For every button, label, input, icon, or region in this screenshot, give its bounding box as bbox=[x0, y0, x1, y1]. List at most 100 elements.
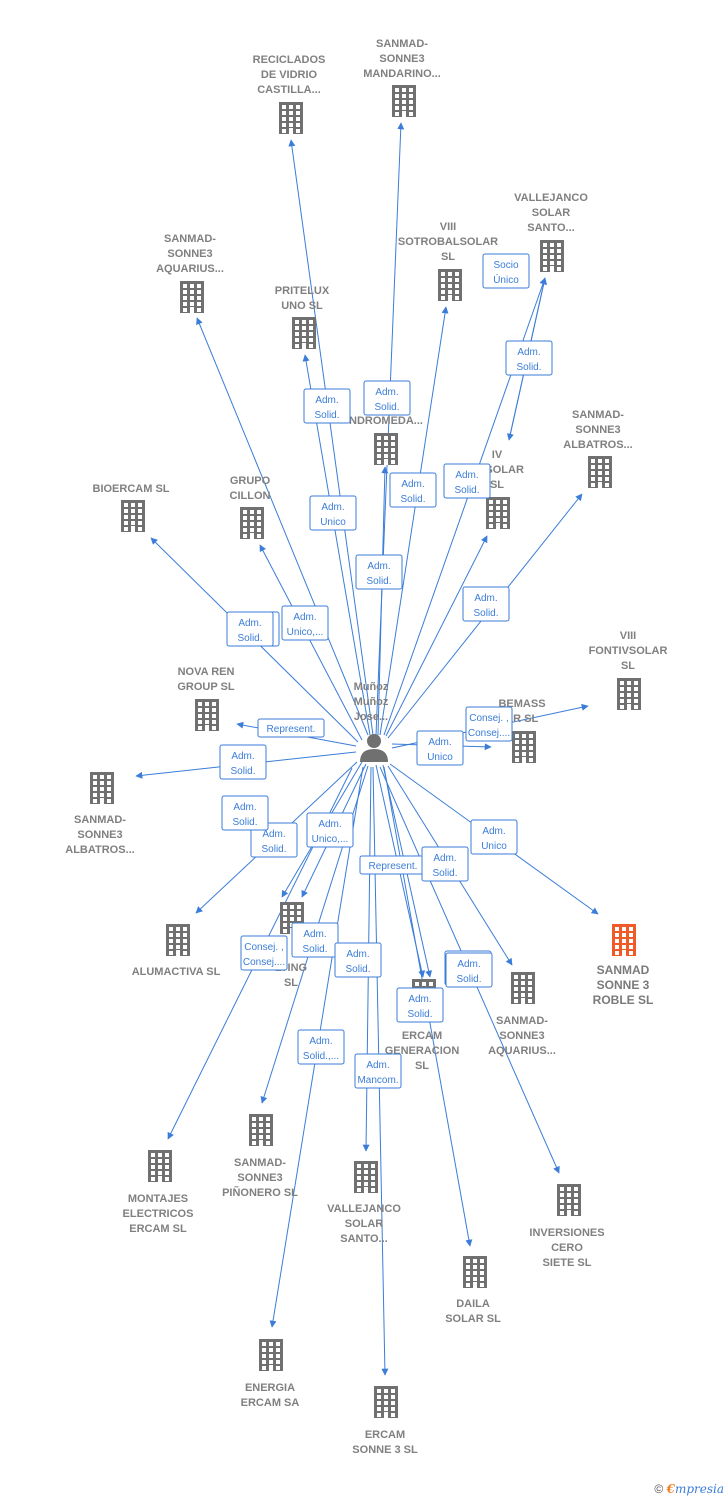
edge-label-vallejanco2[interactable]: Adm.Solid. bbox=[334, 942, 382, 978]
company-node-alumactiva[interactable]: ALUMACTIVA SL bbox=[132, 924, 221, 978]
edge-label-reciclados[interactable]: Adm.Solid. bbox=[303, 388, 351, 424]
company-node-aquarius2[interactable]: SANMAD-SONNE3AQUARIUS... bbox=[488, 972, 556, 1057]
building-icon bbox=[617, 678, 641, 710]
company-name[interactable]: SANMAD-SONNE3AQUARIUS... bbox=[156, 233, 224, 275]
company-node-mandarino[interactable]: SANMAD-SONNE3MANDARINO... bbox=[363, 38, 441, 117]
company-name[interactable]: SANMAD-SONNE3ALBATROS... bbox=[563, 409, 632, 451]
edge-label-albatros1[interactable]: Adm.Solid. bbox=[462, 586, 510, 622]
edge-label-novaren[interactable]: Represent. bbox=[257, 718, 325, 738]
edge-label-consulting[interactable]: Adm.Unico,... bbox=[306, 812, 354, 848]
edge-labels-layer: Adm.Solid.Adm.Solid.Adm.Solid.Adm.Solid.… bbox=[219, 253, 553, 1089]
edge-label-bioercam[interactable]: Adm.Solid. bbox=[226, 611, 274, 647]
company-name[interactable]: ALUMACTIVA SL bbox=[132, 966, 221, 978]
person-node[interactable]: MuñozMuñozJose... bbox=[354, 681, 389, 762]
edge-label-text: Consej. , bbox=[244, 942, 283, 953]
building-icon bbox=[148, 1150, 172, 1182]
company-name[interactable]: VALLEJANCOSOLARSANTO... bbox=[327, 1203, 401, 1245]
company-node-albatros1[interactable]: SANMAD-SONNE3ALBATROS... bbox=[563, 409, 633, 488]
edge-label-box bbox=[257, 718, 325, 738]
edge-label-consulting[interactable]: Adm.Solid. bbox=[221, 795, 269, 831]
edge-label-mandarino[interactable]: Adm.Solid. bbox=[363, 380, 411, 416]
edge-label-andromeda[interactable]: Adm.Solid. bbox=[355, 554, 403, 590]
edge-label-energia[interactable]: Adm.Solid.,... bbox=[297, 1029, 345, 1065]
edge-label-montajes[interactable]: Consej. ,Consej.... bbox=[240, 935, 288, 971]
edge-label-text: Solid.,... bbox=[303, 1051, 339, 1062]
edge-label-ercamgen[interactable]: Adm.Solid. bbox=[421, 846, 469, 882]
edge-label-albatros2[interactable]: Adm.Solid. bbox=[219, 744, 267, 780]
company-name[interactable]: BIOERCAM SL bbox=[93, 483, 170, 495]
edge-label-text: Solid. bbox=[407, 1009, 432, 1020]
edge-label-ercamgen[interactable]: Represent. bbox=[359, 855, 427, 875]
building-icon bbox=[180, 281, 204, 313]
edge-label-box bbox=[505, 340, 553, 376]
company-node-albatros2[interactable]: SANMAD-SONNE3ALBATROS... bbox=[65, 772, 135, 856]
edge-label-inversiones[interactable]: Adm.Solid. bbox=[396, 987, 444, 1023]
edge-label-fontiv[interactable]: Consej. ,Consej.... bbox=[465, 706, 513, 742]
edge-label-roble[interactable]: Adm.Unico bbox=[470, 819, 518, 855]
edge-center-to-andromeda bbox=[377, 466, 389, 736]
edge-label-vallejanco1[interactable]: Adm.Solid. bbox=[505, 340, 553, 376]
edge-label-daila[interactable]: Adm.Solid. bbox=[445, 952, 493, 988]
building-icon bbox=[354, 1161, 378, 1193]
company-node-vallejanco1[interactable]: VALLEJANCOSOLARSANTO... bbox=[514, 192, 588, 272]
company-name[interactable]: SANMAD-SONNE3MANDARINO... bbox=[363, 38, 441, 80]
building-icon bbox=[292, 317, 316, 349]
edge-label-text: Unico bbox=[427, 752, 453, 763]
node-label-line: SOLAR bbox=[345, 1218, 384, 1230]
edge-label-ivensolar[interactable]: Adm.Solid. bbox=[443, 463, 491, 499]
node-label-line: VIII bbox=[440, 221, 457, 233]
company-name[interactable]: VALLEJANCOSOLARSANTO... bbox=[514, 192, 588, 234]
company-node-bioercam[interactable]: BIOERCAM SL bbox=[93, 483, 170, 532]
footer-credit: © €mpresia bbox=[654, 1482, 724, 1496]
edge-label-sotrobal[interactable]: Adm.Solid. bbox=[389, 472, 437, 508]
edge-label-ercamsonne[interactable]: Adm.Mancom. bbox=[354, 1053, 402, 1089]
building-icon bbox=[121, 500, 145, 532]
edge-label-alumactiva[interactable]: Adm.Solid. bbox=[250, 822, 298, 858]
company-name[interactable]: SANMAD-SONNE3ALBATROS... bbox=[65, 814, 134, 856]
edge-label-pinonero[interactable]: Adm.Solid. bbox=[291, 922, 339, 958]
edge-label-text: Represent. bbox=[369, 861, 418, 872]
edge-label-box bbox=[443, 463, 491, 499]
node-label-line: SONNE3 bbox=[575, 424, 620, 436]
person-name[interactable]: MuñozMuñozJose... bbox=[354, 681, 389, 723]
person-icon[interactable] bbox=[360, 734, 388, 762]
edge-label-grupo[interactable]: Adm.Unico,... bbox=[281, 605, 329, 641]
brand-logo[interactable]: €mpresia bbox=[666, 1482, 724, 1496]
company-name[interactable]: SANMAD-SONNE3AQUARIUS... bbox=[488, 1015, 556, 1057]
node-label-line: SL bbox=[284, 977, 298, 989]
edge-center-to-aquarius1 bbox=[196, 317, 369, 736]
edge-label-bemass[interactable]: Adm.Unico bbox=[416, 730, 464, 766]
company-node-vallejanco2[interactable]: VALLEJANCOSOLARSANTO... bbox=[327, 1161, 401, 1245]
edge-label-pritelux[interactable]: Adm.Unico bbox=[309, 495, 357, 531]
edge-label-text: Unico,... bbox=[287, 627, 324, 638]
company-node-aquarius1[interactable]: SANMAD-SONNE3AQUARIUS... bbox=[156, 233, 224, 313]
